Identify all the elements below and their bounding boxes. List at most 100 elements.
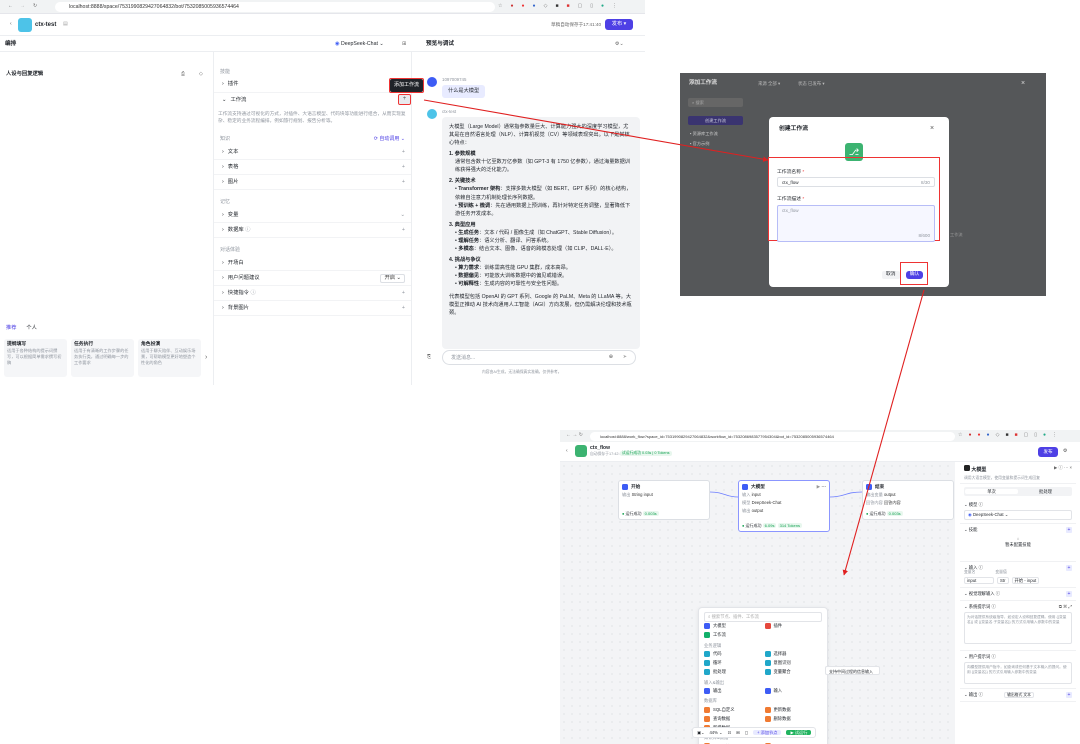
tab-recommend[interactable]: 推荐 [6, 325, 17, 331]
comment-icon[interactable]: ◻ [744, 729, 749, 735]
palette-node-item[interactable]: 插件 [764, 623, 823, 630]
chat-input[interactable]: 发送消息... ⊕ ➤ [442, 350, 636, 365]
prompt-actions[interactable]: ⧉ ⌘ ⤢ [1058, 604, 1072, 610]
user-prompt-input[interactable]: 向模型提供用户指令，如查询或任何基于文本输入的提问。使用 {{变量名}} 的方式… [964, 661, 1072, 684]
ext-icon[interactable]: ● [510, 3, 514, 9]
ext-icon[interactable]: ■ [566, 3, 570, 9]
confirm-button[interactable]: 确认 [906, 271, 923, 279]
fit-icon[interactable]: ⊡ [727, 729, 732, 735]
ext-icon[interactable]: ● [521, 3, 525, 9]
clear-icon[interactable]: ⎘ [427, 354, 432, 360]
chevron-right-icon[interactable]: › [205, 354, 208, 362]
palette-node-item[interactable]: 查询数据 [704, 715, 762, 722]
dialog-bg-image[interactable]: ›背景图片+ [214, 301, 411, 317]
palette-node-item[interactable]: 大模型 [704, 623, 762, 630]
tab-single[interactable]: 单次 [965, 488, 1018, 495]
prompt-card[interactable]: 角色扮演 适用于聊天陪伴、互动娱乐场景，可帮助模型更好地塑造个性化的角色 [138, 339, 201, 377]
palette-node-item[interactable]: 更新数据 [764, 706, 823, 713]
publish-button[interactable]: 发布 ▾ [605, 19, 633, 30]
bg-filter-source[interactable]: 来源 全部 ▾ [758, 81, 781, 86]
ext-icon[interactable]: ● [986, 432, 990, 438]
system-prompt-input[interactable]: 为对话提供系统级指导，如设定人设和回复逻辑。使用 {{变量名}} 或 {{变量名… [964, 611, 1072, 644]
palette-node-item[interactable]: 意图识别 [764, 660, 823, 667]
close-icon[interactable]: × [1021, 80, 1026, 87]
auto-call-toggle[interactable]: ⟳ 自动调用 ⌄ [373, 135, 405, 142]
node-end[interactable]: 结束 输出变量 output 回答内容 回答内容 ● 运行成功 0.003s [862, 480, 954, 520]
palette-node-item[interactable]: 代码 [704, 651, 762, 658]
publish-button[interactable]: 发布 [1038, 447, 1058, 457]
palette-node-item[interactable]: SQL自定义 [704, 706, 762, 713]
back-icon[interactable]: ‹ [566, 448, 568, 454]
ext-icon[interactable]: ▢ [1023, 432, 1029, 438]
layout-icon[interactable]: ⊞ [736, 729, 740, 735]
add-node-button[interactable]: + 添加节点 [753, 729, 782, 736]
tab-batch[interactable]: 批处理 [1039, 488, 1052, 494]
palette-node-item[interactable]: 变量聚合 [764, 669, 823, 676]
cancel-button[interactable]: 取消 [882, 271, 900, 280]
address-bar[interactable]: localhost:8888/work_flow?space_id=753199… [590, 431, 955, 441]
ext-icon[interactable]: ▯ [590, 3, 593, 9]
ext-icon[interactable]: ● [532, 3, 536, 9]
test-run-button[interactable]: ▶ 试运行 [786, 729, 812, 736]
knowledge-text[interactable]: ›文本+ [214, 145, 411, 161]
profile-icon[interactable]: ● [601, 3, 605, 9]
var-ref[interactable]: 开始 - input [1011, 576, 1040, 585]
palette-node-item[interactable]: 输出 [704, 687, 762, 694]
node-llm[interactable]: 大模型▶ ⋯ 输入 input 模型 DeepSeek-Chat 输出 outp… [738, 480, 830, 532]
bg-search[interactable]: ⌕ 搜索 [688, 98, 743, 107]
palette-node-item[interactable]: 批处理 [704, 669, 762, 676]
back-icon[interactable]: ‹ [10, 21, 12, 27]
memory-database[interactable]: ›数据库 ⓘ+ [214, 223, 411, 239]
desc-input[interactable]: ctx_flow 8/600 [777, 205, 935, 242]
palette-node-item[interactable]: 删除数据 [764, 715, 823, 722]
address-bar[interactable]: localhost:8888/space/7531990829427064832… [55, 2, 495, 12]
dialog-suggest[interactable]: ›用户问题建议开启 ⌄ [214, 271, 411, 287]
add-vision-button[interactable]: + [1066, 591, 1072, 598]
bg-menu-library[interactable]: ▪ 资源库工作流 [690, 131, 718, 136]
optimize-icon[interactable]: ◇ [199, 71, 203, 77]
forward-icon[interactable]: → [20, 3, 25, 9]
workflow-icon[interactable]: ⎇ [845, 143, 863, 161]
panel-actions[interactable]: ▶ ⓘ ⋯ × [1054, 465, 1072, 470]
bg-menu-official[interactable]: ▪ 官方示例 [690, 141, 710, 146]
add-workflow-button[interactable]: + [399, 95, 410, 104]
workflow-canvas[interactable]: 开始 输出 String input ● 运行成功 0.003s 大模型▶ ⋯ … [560, 462, 955, 744]
tab-personal[interactable]: 个人 [26, 325, 37, 331]
zoom-select[interactable]: 44% ⌄ [709, 729, 723, 735]
palette-search[interactable]: ⌕ 搜索节点、插件、工作流 [704, 612, 822, 622]
ext-icon[interactable]: ▢ [577, 3, 583, 9]
layout-icon[interactable]: ⊞ [402, 41, 407, 47]
bg-create-button[interactable]: 创建工作流 [688, 116, 743, 125]
dialog-opening[interactable]: ›开场白 [214, 256, 411, 272]
palette-node-item[interactable]: 循环 [704, 660, 762, 667]
ext-icon[interactable]: ■ [1014, 432, 1018, 438]
star-icon[interactable]: ☆ [498, 3, 503, 9]
ext-icon[interactable]: ■ [1005, 432, 1009, 438]
ext-icon[interactable]: ◇ [543, 3, 548, 9]
skill-workflow[interactable]: ⌄工作流 [222, 96, 247, 103]
dialog-shortcut[interactable]: ›快捷指令 ⓘ+ [214, 286, 411, 302]
suggest-select[interactable]: 开启 ⌄ [380, 273, 405, 283]
name-input[interactable]: ctx_flow 8/30 [777, 177, 935, 187]
model-selector[interactable]: ◉ DeepSeek-Chat ⌄ [335, 41, 384, 47]
var-name-input[interactable]: input [964, 576, 994, 585]
profile-icon[interactable]: ● [1043, 432, 1047, 438]
node-start[interactable]: 开始 输出 String input ● 运行成功 0.003s [618, 480, 710, 520]
add-icon[interactable]: ⊕ [608, 354, 613, 360]
ext-icon[interactable]: ● [977, 432, 981, 438]
palette-node-item[interactable]: 选择器 [764, 651, 823, 658]
ext-icon[interactable]: ■ [555, 3, 559, 9]
palette-node-item[interactable]: 输入 [764, 687, 823, 694]
knowledge-table[interactable]: ›表格+ [214, 160, 411, 176]
add-skill-button[interactable]: + [1066, 526, 1072, 533]
template-icon[interactable]: ⎙ [181, 71, 186, 77]
more-icon[interactable]: ⚙ [1063, 448, 1068, 454]
prompt-card[interactable]: 任务执行 适用于有清晰的工作步骤的任务执行类，通过明确每一步的工作要求 [71, 339, 134, 377]
menu-icon[interactable]: ⋮ [1052, 432, 1058, 438]
send-icon[interactable]: ➤ [622, 354, 627, 360]
star-icon[interactable]: ☆ [958, 432, 963, 438]
menu-icon[interactable]: ⋮ [612, 3, 618, 9]
bg-filter-status[interactable]: 状态 已发布 ▾ [798, 81, 825, 86]
debug-icon[interactable]: ⚙⌄ [615, 41, 624, 47]
palette-node-item[interactable]: 工作流 [704, 632, 762, 639]
